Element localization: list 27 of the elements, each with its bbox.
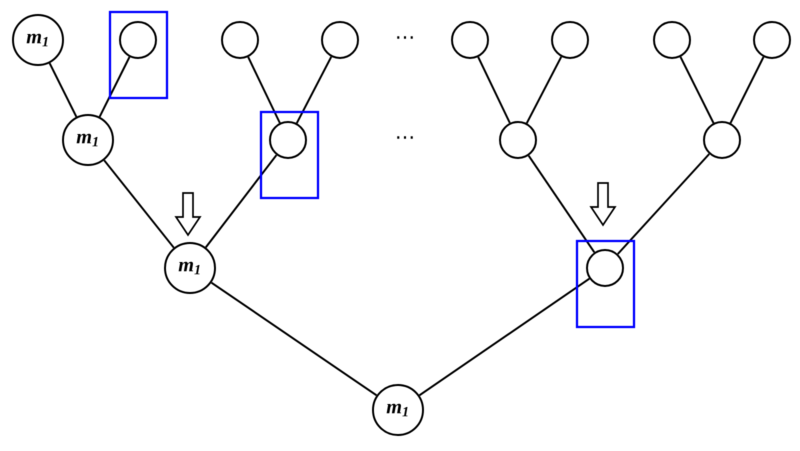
tree-edge (680, 56, 714, 124)
empty-circle (753, 21, 791, 59)
empty-circle (586, 249, 624, 287)
tree-edge (205, 154, 278, 248)
tree-edge (103, 160, 175, 248)
empty-circle (321, 21, 359, 59)
tree-edge (247, 56, 281, 124)
empty-circle (703, 121, 741, 159)
tree-edge (210, 282, 378, 396)
empty-circle (551, 21, 589, 59)
tree-edge (730, 56, 764, 124)
ellipsis: ⋯ (397, 36, 413, 39)
tree-edge (98, 56, 130, 118)
empty-circle (221, 21, 259, 59)
tree-edge (526, 56, 562, 124)
empty-circle (451, 21, 489, 59)
empty-circle (499, 121, 537, 159)
empty-circle (119, 21, 157, 59)
tree-edge (48, 62, 78, 118)
ellipsis: ⋯ (397, 136, 413, 139)
tree-edge (477, 56, 511, 124)
tree-edge (617, 153, 710, 255)
tree-edge (418, 278, 590, 396)
empty-circle (269, 121, 307, 159)
tree-edge (296, 56, 332, 124)
tree-edge (528, 155, 596, 253)
empty-circle (653, 21, 691, 59)
